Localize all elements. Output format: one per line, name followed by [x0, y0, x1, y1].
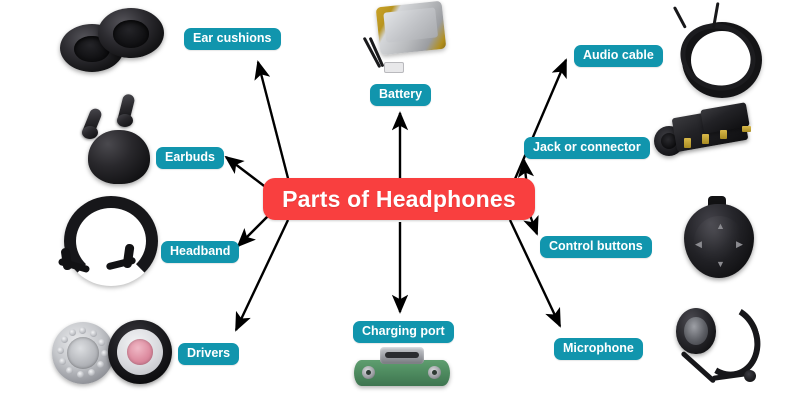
node-label-audio-cable[interactable]: Audio cable [574, 45, 663, 68]
node-label-headband[interactable]: Headband [161, 241, 240, 264]
control-buttons-photo: ▲ ▼ ◀ ▶ [668, 196, 774, 280]
control-up-arrow-icon: ▲ [716, 221, 725, 231]
battery-photo [358, 0, 460, 74]
node-label-earbuds[interactable]: Earbuds [156, 147, 225, 170]
control-right-arrow-icon: ▶ [736, 239, 743, 249]
node-label-control-buttons[interactable]: Control buttons [540, 236, 652, 259]
microphone-photo [662, 296, 788, 398]
center-node-label: Parts of Headphones [282, 185, 516, 212]
control-down-arrow-icon: ▼ [716, 259, 725, 269]
connector-headband [236, 211, 273, 248]
node-label-microphone[interactable]: Microphone [554, 338, 643, 361]
connector-drivers [234, 219, 290, 332]
connector-microphone [508, 219, 562, 328]
control-left-arrow-icon: ◀ [695, 239, 702, 249]
node-label-jack-or-connector[interactable]: Jack or connector [524, 137, 650, 160]
center-node[interactable]: Parts of Headphones [263, 178, 535, 220]
audio-cable-photo [668, 2, 778, 101]
node-label-charging-port[interactable]: Charging port [353, 321, 454, 344]
headband-photo [57, 192, 168, 286]
ear-cushions-photo [58, 6, 166, 76]
node-label-drivers[interactable]: Drivers [178, 343, 240, 366]
earbuds-photo [68, 86, 176, 184]
drivers-photo [52, 318, 172, 390]
connector-audio-cable [510, 58, 568, 187]
connector-ear-cushions [254, 60, 292, 187]
charging-port-photo [348, 344, 456, 396]
node-label-ear-cushions[interactable]: Ear cushions [184, 28, 281, 51]
node-label-battery[interactable]: Battery [370, 84, 432, 107]
jack-connector-photo [650, 102, 800, 166]
